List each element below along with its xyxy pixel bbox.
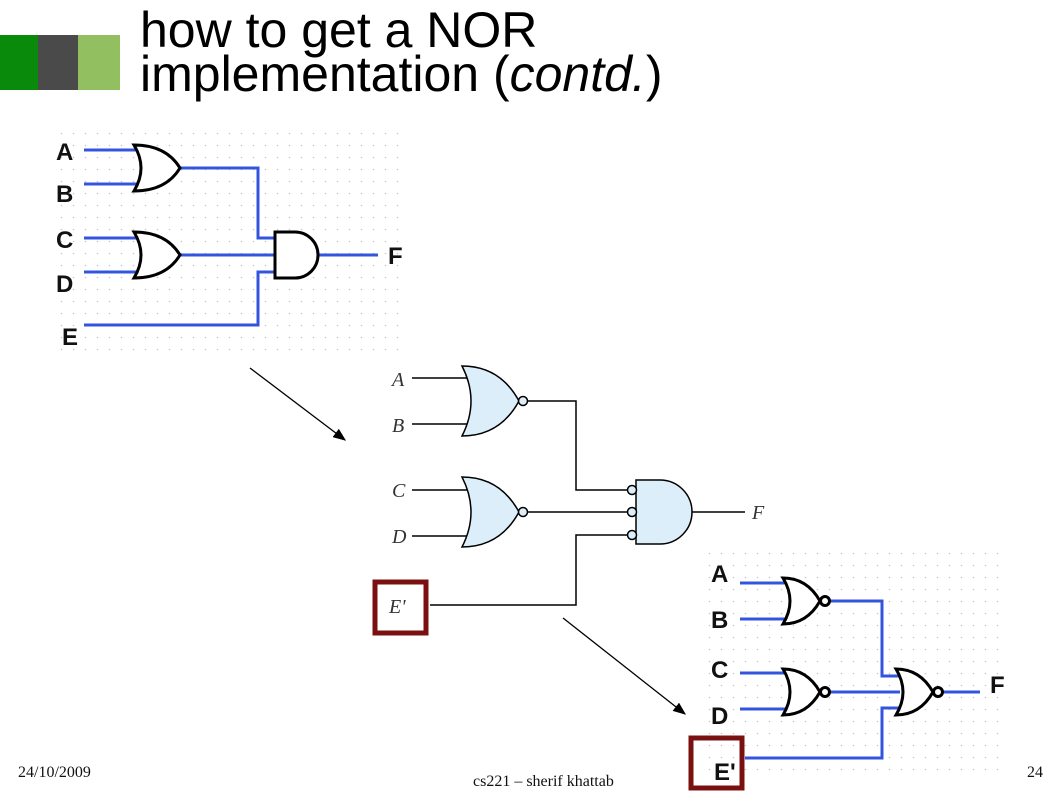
wires (84, 148, 378, 327)
gates (460, 365, 693, 548)
nor-gate-icon (460, 365, 520, 437)
gates (131, 143, 320, 280)
and-gate-icon (635, 479, 693, 545)
slide-title: how to get a NOR implementation (contd.) (140, 2, 662, 99)
transform-arrow (562, 617, 687, 715)
and-gate-icon (273, 230, 320, 280)
highlight-box (688, 735, 745, 791)
input-label: B (392, 415, 404, 437)
output-label: F (388, 243, 403, 270)
nor-gate-icon (460, 476, 520, 548)
input-label: C (711, 657, 728, 684)
input-label: D (711, 703, 728, 730)
input-label: B (56, 181, 73, 208)
title-line-2: implementation (contd.) (140, 49, 662, 99)
nor-gate-icon (893, 667, 935, 717)
input-label: D (56, 271, 73, 298)
title-line-1: how to get a NOR (140, 2, 538, 58)
input-label: A (711, 561, 728, 588)
diagram-original: A B C D E F (54, 128, 406, 354)
diagram-nor-only: A B C D E' F (688, 552, 1005, 791)
input-label: E (62, 324, 78, 351)
wires (412, 377, 745, 606)
grid-background (54, 128, 406, 354)
input-label: D (391, 526, 407, 548)
gates (780, 576, 944, 717)
footer-course: cs221 – sherif khattab (473, 773, 614, 790)
diagram-intermediate: A B C D E' F (372, 365, 765, 636)
input-label: E' (388, 596, 406, 618)
input-label: E' (714, 759, 736, 786)
grid-background (703, 552, 1005, 780)
input-label: C (56, 227, 73, 254)
nor-gate-icon (780, 576, 822, 626)
title-decor-green (0, 35, 38, 90)
title-line-2-suffix: ) (645, 46, 663, 102)
transform-arrow (249, 367, 347, 441)
highlight-box (372, 579, 429, 636)
title-line-2-italic: contd. (509, 46, 646, 102)
footer-page-number: 24 (1027, 764, 1043, 781)
wires (740, 581, 980, 760)
or-gate-icon (131, 143, 182, 193)
title-decor-gray (38, 35, 78, 90)
title-line-2-prefix: implementation ( (140, 46, 510, 102)
input-label: B (711, 607, 728, 634)
or-gate-icon (131, 230, 182, 280)
input-label: C (392, 480, 406, 502)
footer-date: 24/10/2009 (18, 764, 91, 781)
nor-gate-icon (780, 667, 822, 717)
output-label: F (751, 502, 765, 524)
input-label: A (56, 139, 73, 166)
input-label: A (390, 369, 405, 391)
title-decor-lightgreen (78, 35, 120, 90)
output-label: F (990, 672, 1005, 699)
